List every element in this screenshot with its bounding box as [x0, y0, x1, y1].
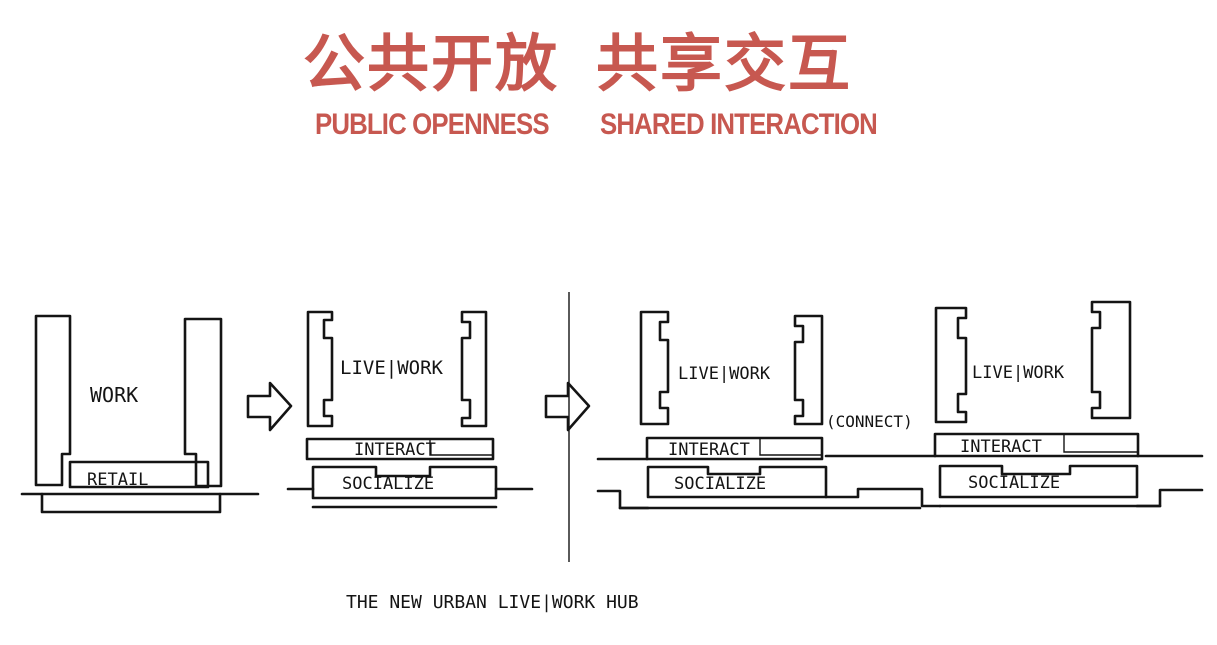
stage-2-live-work-interact-socialize: LIVE|WORK INTERACT SOCIALIZE [286, 310, 534, 509]
stage3-upper-street-line [596, 454, 1204, 461]
stage1-work-label: WORK [90, 383, 138, 407]
stage3-basement-line [618, 504, 1162, 510]
stage2-socialize-label: SOCIALIZE [342, 474, 434, 494]
stage2-interact-notch [429, 439, 493, 456]
stage2-live-work-label: LIVE|WORK [340, 357, 444, 379]
stage-3-connected-hubs: LIVE|WORK INTERACT SOCIALIZE (CONNECT) L… [596, 300, 1204, 510]
stage2-interact-label: INTERACT [354, 440, 436, 460]
title-english-shared-interaction: SHARED INTERACTION [600, 108, 878, 141]
stage-1-work-retail: WORK RETAIL [20, 314, 260, 514]
stage1-left-tower [34, 314, 72, 487]
stage2-left-tower [306, 310, 334, 428]
stage1-basement [40, 492, 222, 514]
stage3-left-live-work-label: LIVE|WORK [678, 364, 771, 384]
stage3-left-socialize-label: SOCIALIZE [674, 474, 766, 494]
stage1-retail-label: RETAIL [87, 470, 148, 490]
stage2-right-tower [460, 310, 488, 428]
stage3-right-interact-label: INTERACT [960, 437, 1042, 457]
stage3-connect-label: (CONNECT) [826, 412, 913, 431]
stage3-right-hub-left-tower [934, 306, 968, 424]
stage3-left-interact-label: INTERACT [668, 440, 750, 460]
stage3-left-hub-socialize-podium [646, 465, 828, 499]
stage3-right-hub-socialize-podium [938, 464, 1139, 499]
stage3-right-socialize-label: SOCIALIZE [968, 473, 1060, 493]
stage2-socialize-podium [311, 465, 498, 500]
title-english-public-openness: PUBLIC OPENNESS [315, 108, 550, 141]
stage3-left-hub-interact-notch [759, 438, 822, 456]
stage2-interact-slab [305, 437, 495, 461]
stage3-left-hub-left-tower [639, 310, 670, 426]
stage3-left-hub-right-tower [793, 314, 824, 426]
diagram-caption: THE NEW URBAN LIVE|WORK HUB [346, 592, 639, 613]
arrow-right-icon [544, 381, 591, 432]
stage3-left-hub-interact-slab [645, 436, 824, 461]
stage3-right-hub-right-tower [1090, 300, 1132, 420]
stage3-right-live-work-label: LIVE|WORK [972, 363, 1065, 383]
arrow-right-icon [246, 381, 293, 432]
title-chinese-public-openness: 公共开放 [303, 27, 560, 100]
stage1-retail-podium [68, 460, 210, 489]
stage3-right-hub-interact-notch [1063, 434, 1138, 453]
title-chinese-shared-interaction: 共享交互 [596, 27, 853, 100]
